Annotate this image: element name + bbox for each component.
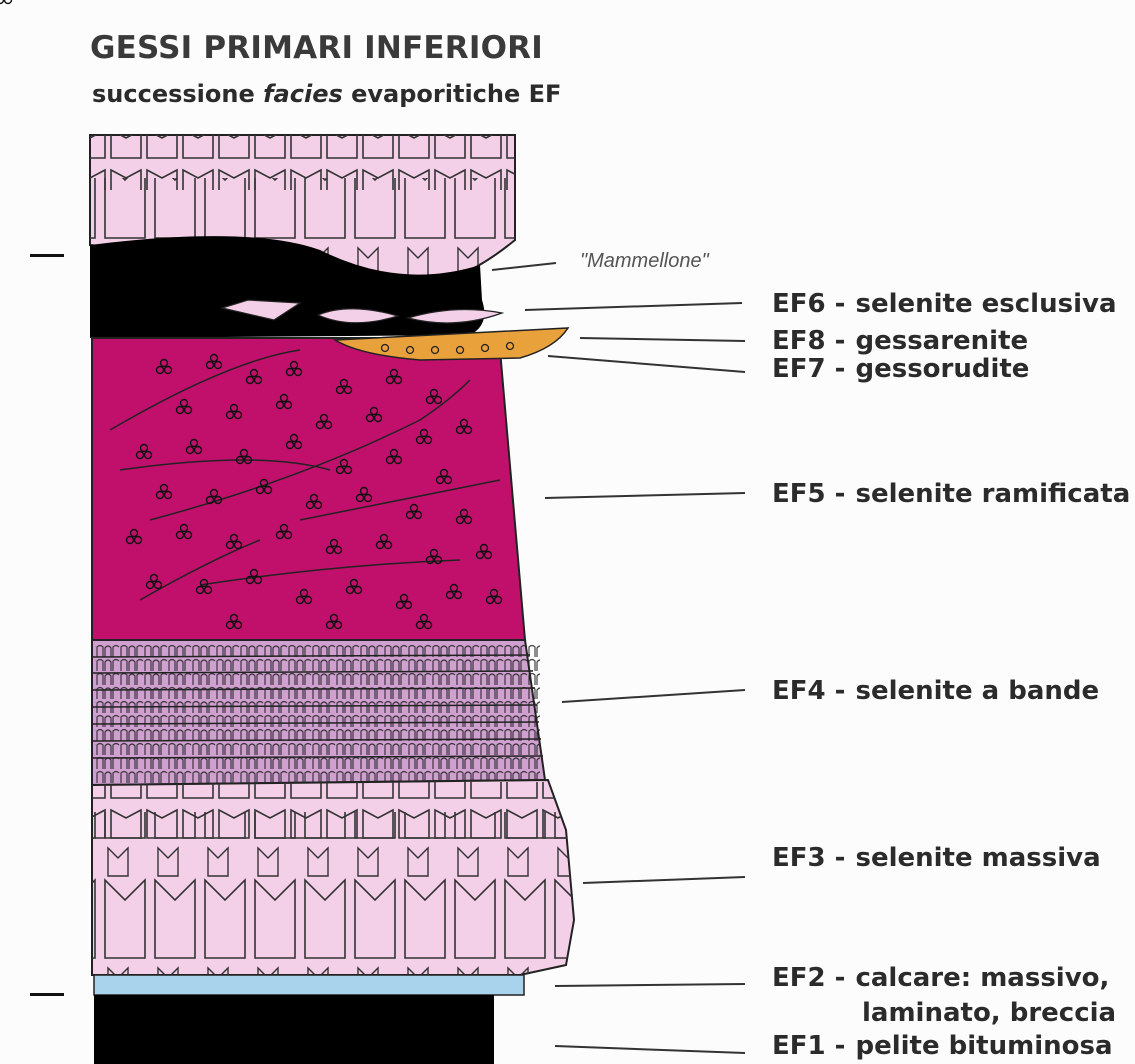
- pelite-layer: [94, 995, 494, 1064]
- facies-code: EF6 -: [772, 289, 845, 319]
- facies-code: EF8 -: [772, 326, 845, 356]
- massiva-layer: [92, 780, 574, 982]
- boundary-marker-bottom: [30, 993, 64, 996]
- facies-name: pelite bituminosa: [855, 1031, 1112, 1061]
- facies-label-ef2: EF2 - calcare: massivo,: [772, 965, 1109, 991]
- facies-code: EF3 -: [772, 843, 845, 873]
- calcare-layer: [94, 975, 524, 995]
- facies-name: calcare: massivo,: [855, 963, 1109, 993]
- facies-label-ef4: EF4 - selenite a bande: [772, 678, 1099, 704]
- facies-label-ef8: EF8 - gessarenite: [772, 328, 1028, 354]
- facies-label-ef6: EF6 - selenite esclusiva: [772, 291, 1116, 317]
- facies-name: gessarenite: [855, 326, 1028, 356]
- facies-label-ef3: EF3 - selenite massiva: [772, 845, 1101, 871]
- facies-name: gessorudite: [855, 354, 1029, 384]
- facies-code: EF1 -: [772, 1031, 845, 1061]
- mammellone-annotation: "Mammellone": [580, 250, 709, 273]
- bande-layer: [92, 640, 545, 785]
- facies-label-ef7: EF7 - gessorudite: [772, 356, 1029, 382]
- ramificata-layer: [92, 338, 525, 640]
- facies-label-ef5: EF5 - selenite ramificata: [772, 481, 1130, 507]
- facies-label-ef1: EF1 - pelite bituminosa: [772, 1033, 1113, 1059]
- facies-code: EF4 -: [772, 676, 845, 706]
- facies-code: EF2 -: [772, 963, 845, 993]
- boundary-marker-top: [30, 254, 64, 257]
- facies-name: selenite massiva: [855, 843, 1100, 873]
- facies-code: EF5 -: [772, 479, 845, 509]
- facies-code: EF7 -: [772, 354, 845, 384]
- facies-name: selenite a bande: [855, 676, 1099, 706]
- facies-name: selenite esclusiva: [855, 289, 1116, 319]
- facies-name: selenite ramificata: [855, 479, 1130, 509]
- facies-label-ef2-line2: laminato, breccia: [862, 1000, 1116, 1026]
